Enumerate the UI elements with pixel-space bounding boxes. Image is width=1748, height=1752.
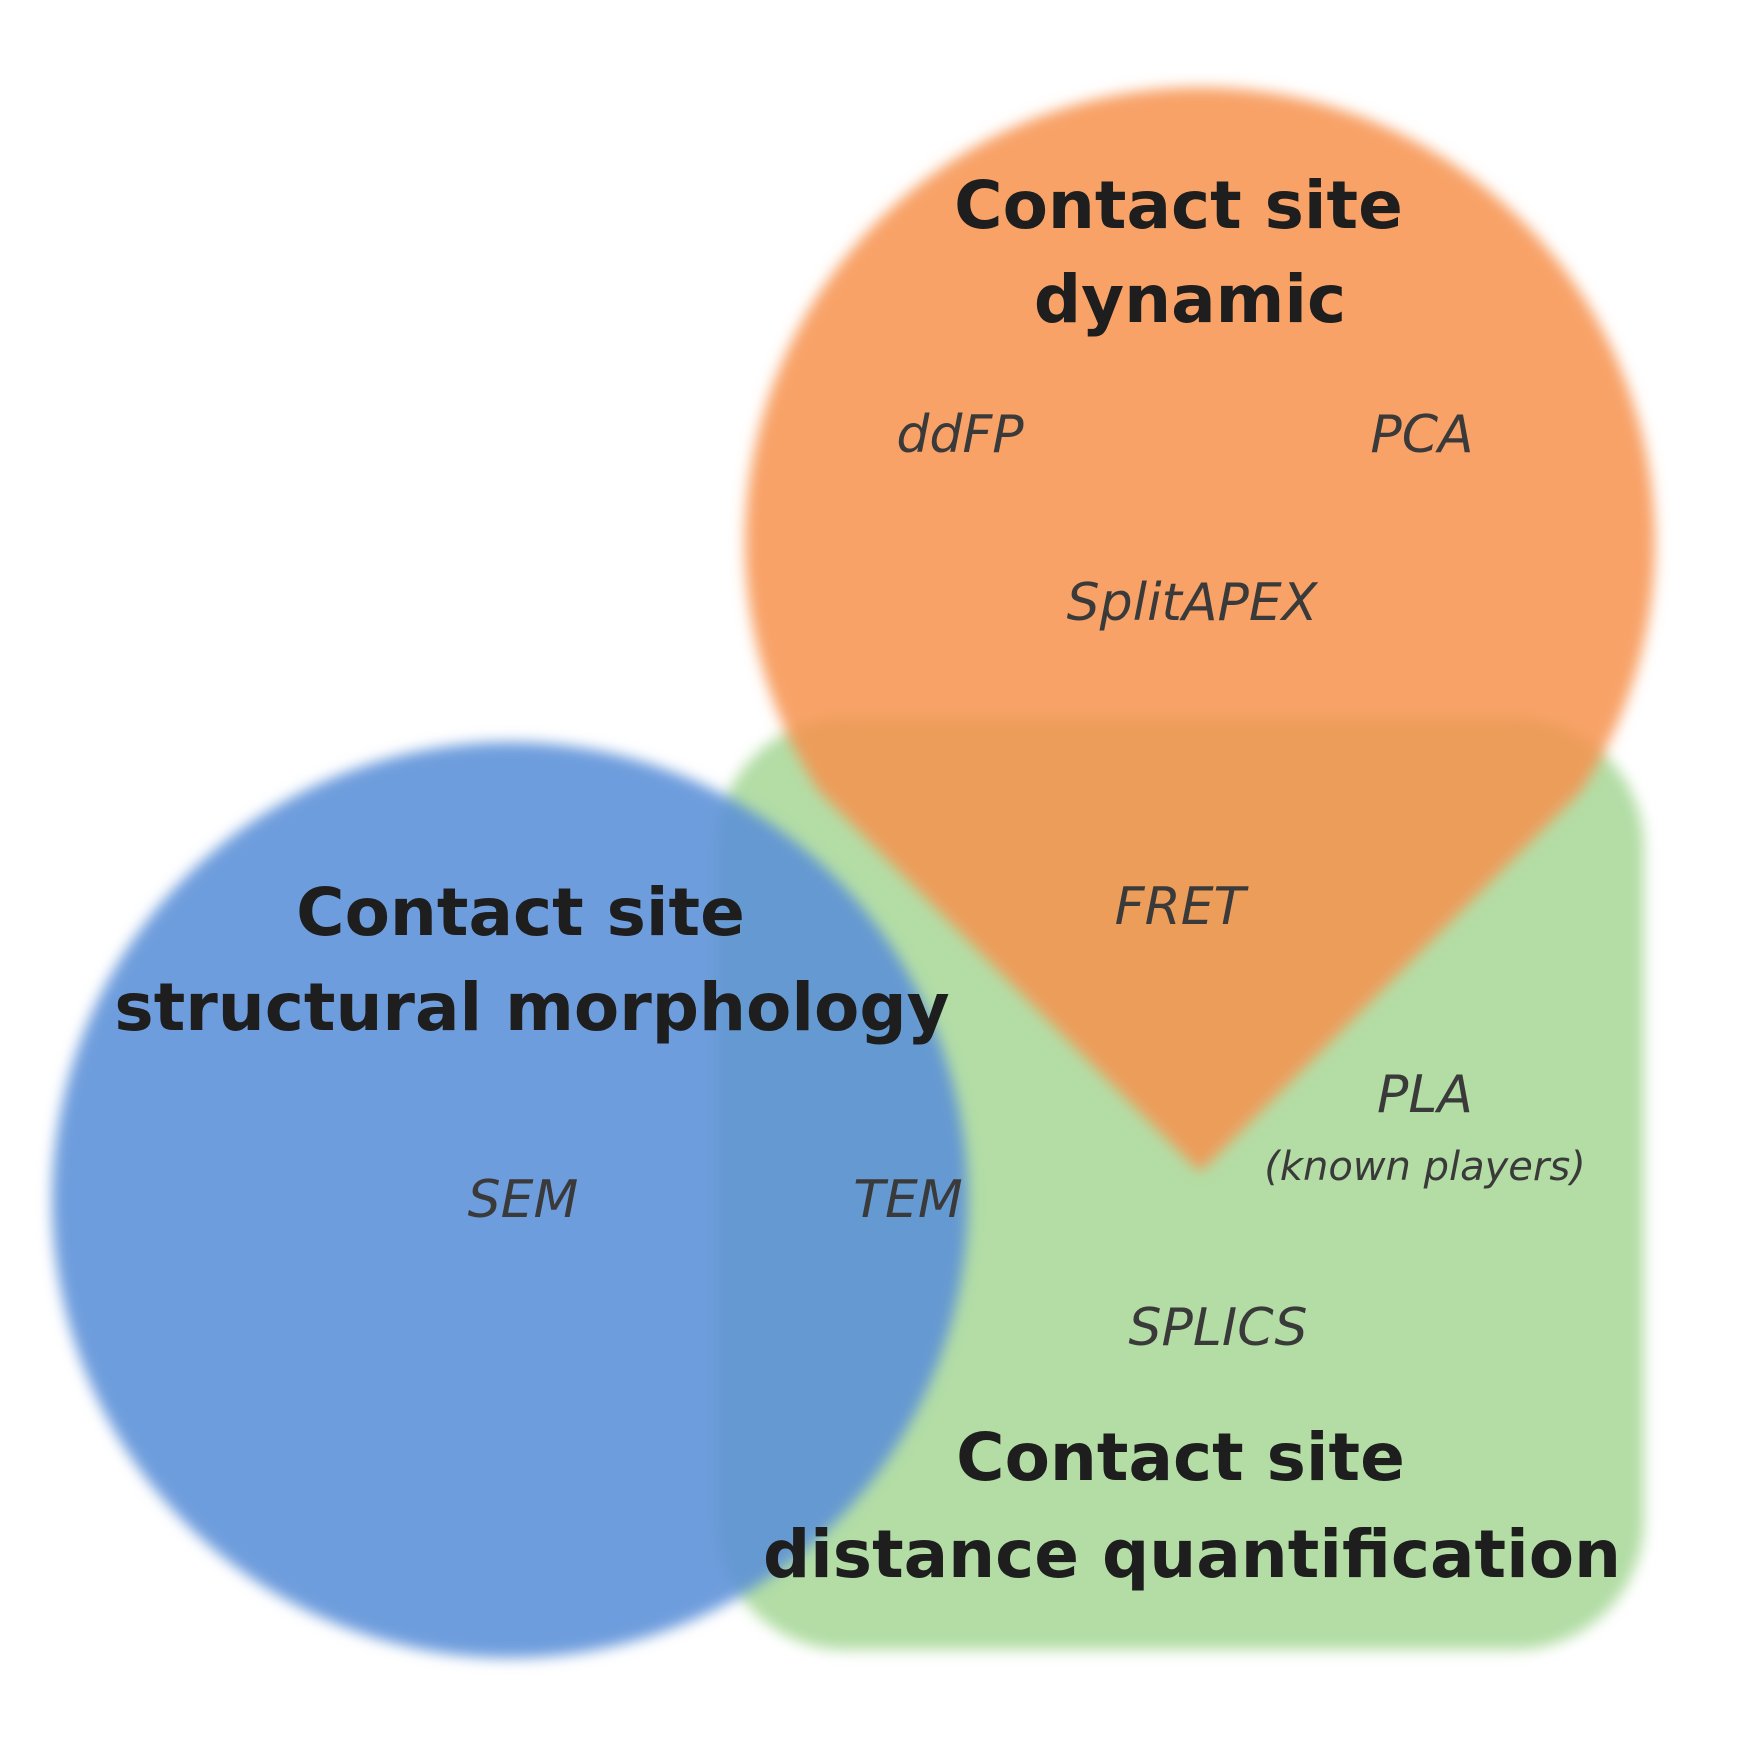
morphology-title: Contact site structural morphology	[114, 874, 949, 1046]
distance-title-line2: distance quantification	[763, 1516, 1621, 1593]
morphology-title-line2: structural morphology	[114, 969, 949, 1046]
method-pla: PLA	[1377, 1065, 1473, 1125]
method-pla-note: (known players)	[1264, 1144, 1586, 1190]
method-ddfp: ddFP	[896, 405, 1024, 465]
dynamic-title: Contact site dynamic	[954, 167, 1426, 338]
method-pca: PCA	[1370, 405, 1473, 465]
method-tem: TEM	[853, 1170, 962, 1230]
distance-title-line1: Contact site	[956, 1419, 1405, 1496]
dynamic-region	[745, 87, 1655, 1172]
morphology-title-line1: Contact site	[296, 874, 745, 951]
method-fret: FRET	[1115, 877, 1250, 937]
dynamic-title-line1: Contact site	[954, 167, 1403, 244]
dynamic-title-line2: dynamic	[1034, 261, 1346, 338]
method-splics: SPLICS	[1129, 1298, 1308, 1358]
distance-title: Contact site distance quantification	[763, 1419, 1621, 1593]
method-sem: SEM	[468, 1170, 579, 1230]
method-splitapex: SplitAPEX	[1067, 573, 1319, 633]
structural-morphology-region	[52, 742, 968, 1658]
